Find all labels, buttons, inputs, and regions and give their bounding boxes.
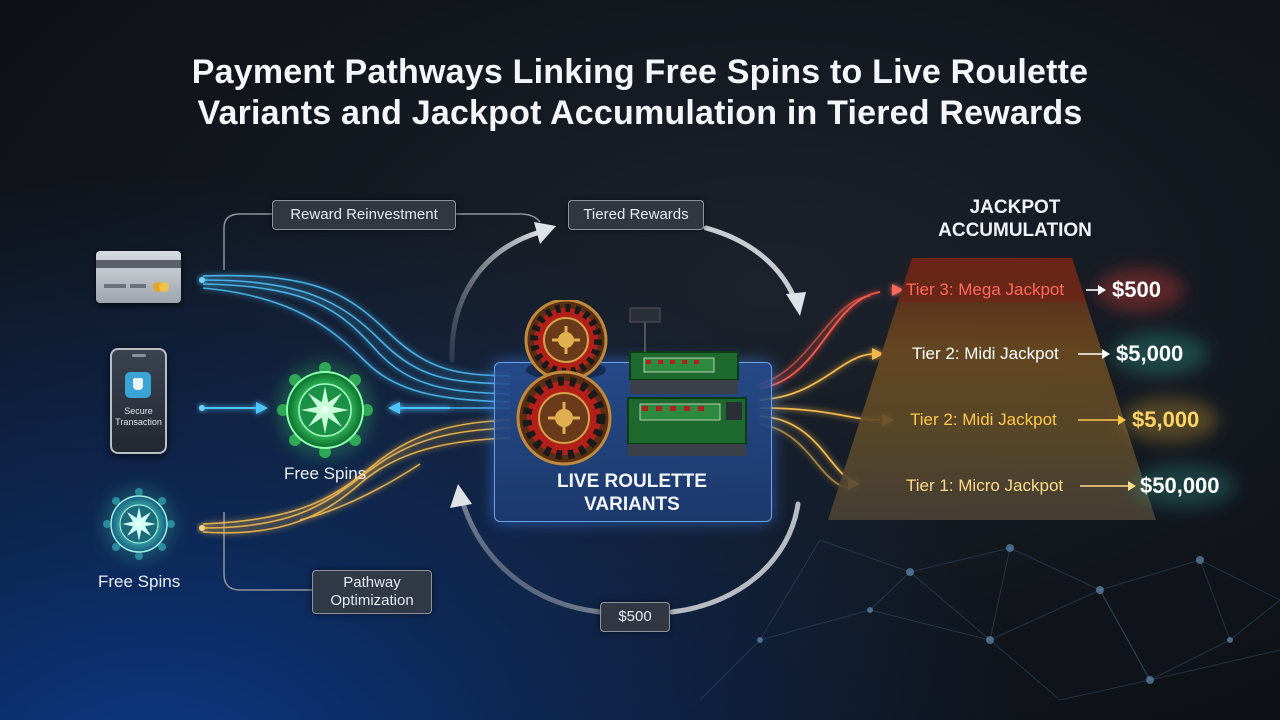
live-roulette-label: LIVE ROULETTE VARIANTS: [494, 470, 770, 516]
roulette-wheel-icon: [524, 300, 608, 396]
free-spins-small-wheel-icon: [103, 488, 175, 560]
pathway-optimization-line-1: Pathway: [343, 574, 401, 591]
secure-app-icon: [125, 372, 151, 398]
pill-connectors: [223, 213, 541, 591]
jackpot-heading: JACKPOT ACCUMULATION: [910, 196, 1120, 242]
network-mesh: [699, 539, 1280, 701]
roulette-table-icon: [629, 307, 739, 394]
tier-1-amount: $50,000: [1140, 473, 1220, 498]
smartphone-icon: Secure Transaction: [110, 348, 167, 454]
tier-3-amount: $500: [1112, 277, 1161, 302]
cycle-arrows: [449, 222, 806, 615]
free-spins-small-label: Free Spins: [98, 572, 181, 591]
phone-text-line-2: Transaction: [115, 417, 162, 427]
title-line-1: Payment Pathways Linking Free Spins to L…: [191, 53, 1089, 91]
live-roulette-line-1: LIVE ROULETTE: [557, 471, 707, 492]
tiered-rewards-pill: Tiered Rewards: [568, 200, 704, 230]
roulette-wheel-icon-2: [516, 370, 612, 466]
free-spins-wheel-icon: [277, 362, 373, 458]
phone-text-line-1: Secure: [124, 406, 153, 416]
tier-1-label: Tier 1: Micro Jackpot: [906, 476, 1064, 495]
phone-text: Secure Transaction: [112, 406, 165, 428]
tier-2-midi-label: Tier 2: Midi Jackpot: [912, 344, 1059, 363]
free-spins-label: Free Spins: [284, 464, 367, 483]
tier-2-midi-label-2: Tier 2: Midi Jackpot: [910, 410, 1057, 429]
credit-card-icon: [96, 251, 181, 303]
roulette-table-icon-2: [627, 397, 747, 456]
title-line-2: Variants and Jackpot Accumulation in Tie…: [197, 94, 1083, 132]
gold-flow-lines: [202, 419, 511, 534]
page-title: Payment Pathways Linking Free Spins to L…: [0, 52, 1280, 134]
tier-2-midi-amount-2: $5,000: [1132, 407, 1200, 432]
reward-reinvestment-pill: Reward Reinvestment: [272, 200, 456, 230]
roulette-illustration: [516, 300, 747, 466]
pathway-optimization-pill: Pathway Optimization: [312, 570, 432, 614]
tier-2-midi-amount: $5,000: [1116, 341, 1184, 366]
bottom-amount-pill: $500: [600, 602, 670, 632]
jackpot-funnel: [828, 258, 1156, 520]
jackpot-heading-line-2: ACCUMULATION: [938, 220, 1092, 241]
jackpot-heading-line-1: JACKPOT: [969, 197, 1061, 218]
tier-3-label: Tier 3: Mega Jackpot: [906, 280, 1065, 299]
live-roulette-line-2: VARIANTS: [584, 494, 680, 515]
pathway-optimization-line-2: Optimization: [330, 592, 414, 609]
tier-arrows: [1078, 285, 1136, 491]
